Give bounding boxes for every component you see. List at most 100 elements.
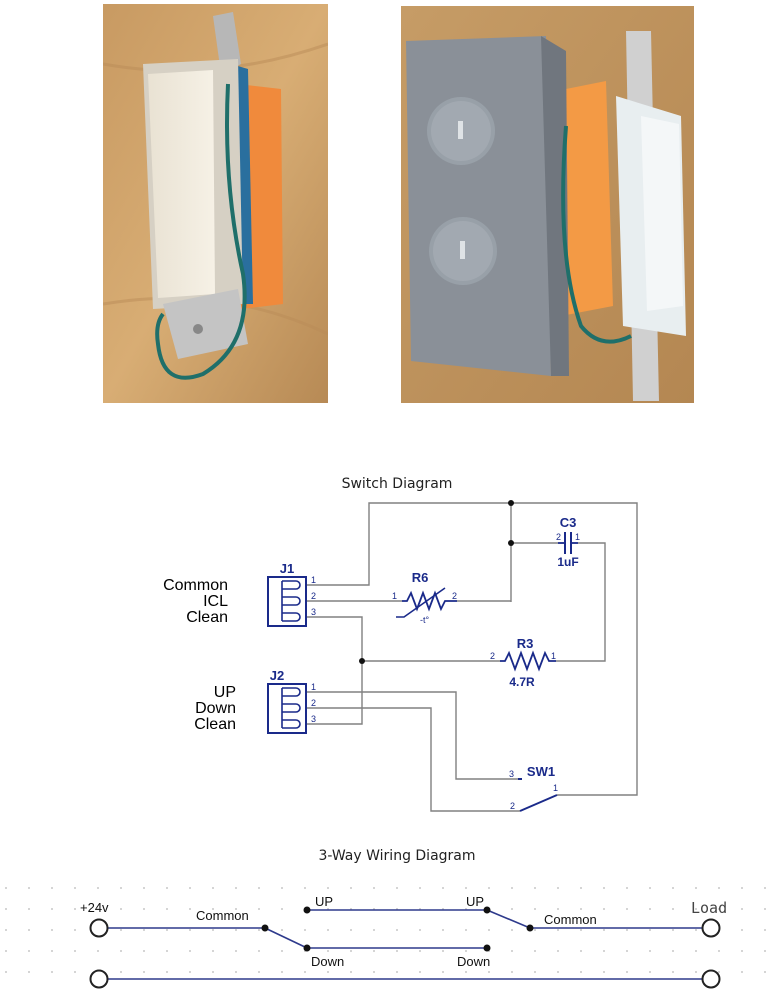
- grid-dot: [603, 929, 605, 931]
- grid-dot: [189, 950, 191, 952]
- grid-dot: [557, 929, 559, 931]
- right-common-label: Common: [544, 912, 597, 927]
- grid-dot: [511, 950, 513, 952]
- grid-dot: [672, 929, 674, 931]
- grid-dot: [120, 887, 122, 889]
- grid-dot: [718, 971, 720, 973]
- wire-common: [307, 502, 638, 796]
- grid-dot: [534, 908, 536, 910]
- grid-dot: [189, 971, 191, 973]
- grid-dot: [649, 950, 651, 952]
- switch-arm-right: [486, 909, 531, 929]
- grid-dot: [5, 908, 7, 910]
- grid-dot: [580, 929, 582, 931]
- wire-c3-right: [556, 542, 606, 662]
- grid-dot: [534, 887, 536, 889]
- grid-dot: [626, 887, 628, 889]
- grid-dot: [143, 971, 145, 973]
- grid-dot: [373, 950, 375, 952]
- switch-schematic: Switch Diagram J1 1 2 3 Common ICL Clean…: [163, 476, 638, 812]
- grid-dot: [488, 971, 490, 973]
- grid-dot: [258, 971, 260, 973]
- grid-dot: [695, 887, 697, 889]
- grid-dot: [189, 887, 191, 889]
- j1-label-icl: ICL: [203, 593, 228, 610]
- c3-value: 1uF: [557, 555, 578, 569]
- schematic-wires: [307, 502, 638, 812]
- grid-dot: [258, 929, 260, 931]
- grid-dot: [235, 929, 237, 931]
- sw1-ref: SW1: [527, 764, 555, 779]
- r3-pin-1: 1: [551, 651, 556, 661]
- grid-dot: [465, 971, 467, 973]
- right-up-label: UP: [466, 894, 484, 909]
- grid-dot: [327, 971, 329, 973]
- sw1-pin-3: 3: [509, 769, 514, 779]
- grid-dot: [5, 887, 7, 889]
- junction-dot: [508, 500, 514, 506]
- grid-dot: [281, 950, 283, 952]
- grid-dot: [281, 929, 283, 931]
- grid-dot: [5, 950, 7, 952]
- left-up-label: UP: [315, 894, 333, 909]
- grid-dot: [51, 929, 53, 931]
- grid-dot: [626, 929, 628, 931]
- wiring-title: 3-Way Wiring Diagram: [318, 848, 475, 864]
- j1-ref: J1: [280, 561, 294, 576]
- grid-dot: [51, 950, 53, 952]
- grid-dot: [120, 908, 122, 910]
- grid-dot: [166, 929, 168, 931]
- r6-pin-1: 1: [392, 591, 397, 601]
- terminals: [89, 918, 721, 989]
- grid-dot: [672, 908, 674, 910]
- grid-dot: [741, 971, 743, 973]
- grid-dot: [695, 929, 697, 931]
- grid-dot: [442, 971, 444, 973]
- grid-dot: [511, 929, 513, 931]
- left-common-label: Common: [196, 908, 249, 923]
- junction-dots: [359, 500, 514, 664]
- r6-pin-2: 2: [452, 591, 457, 601]
- grid-dot: [28, 887, 30, 889]
- wire-clean: [307, 616, 363, 725]
- grid-dot: [51, 908, 53, 910]
- j2-ref: J2: [270, 668, 284, 683]
- grid-dot: [465, 929, 467, 931]
- j1-label-common: Common: [163, 577, 228, 594]
- terminal-supply-minus: [89, 969, 109, 989]
- r3-ref: R3: [517, 636, 534, 651]
- grid-dot: [28, 908, 30, 910]
- grid-dot: [557, 887, 559, 889]
- grid-dot: [327, 887, 329, 889]
- grid-dot: [419, 950, 421, 952]
- grid-dot: [120, 929, 122, 931]
- grid-dot: [166, 950, 168, 952]
- grid-dot: [718, 908, 720, 910]
- grid-dot: [534, 971, 536, 973]
- grid-dot: [649, 908, 651, 910]
- j1-pin-1: 1: [311, 575, 316, 585]
- c3-ref: C3: [560, 515, 577, 530]
- resistor-r3: R3 2 1 4.7R: [490, 636, 556, 689]
- grid-dot: [97, 887, 99, 889]
- grid-dot: [764, 971, 766, 973]
- grid-dot: [626, 950, 628, 952]
- grid-dot: [557, 908, 559, 910]
- wire-up: [307, 691, 518, 780]
- grid-dot: [212, 929, 214, 931]
- grid-dot: [557, 971, 559, 973]
- grid-dot: [143, 887, 145, 889]
- grid-dot: [626, 908, 628, 910]
- grid-dot: [212, 887, 214, 889]
- grid-dot: [350, 950, 352, 952]
- grid-dot: [741, 929, 743, 931]
- terminal-supply-plus: [89, 918, 109, 938]
- grid-dot: [419, 887, 421, 889]
- grid-dot: [511, 908, 513, 910]
- right-down-label: Down: [457, 954, 490, 969]
- grid-dot: [465, 950, 467, 952]
- terminal-load: [701, 918, 721, 938]
- grid-dot: [442, 929, 444, 931]
- j2-pin-3: 3: [311, 714, 316, 724]
- grid-dot: [603, 908, 605, 910]
